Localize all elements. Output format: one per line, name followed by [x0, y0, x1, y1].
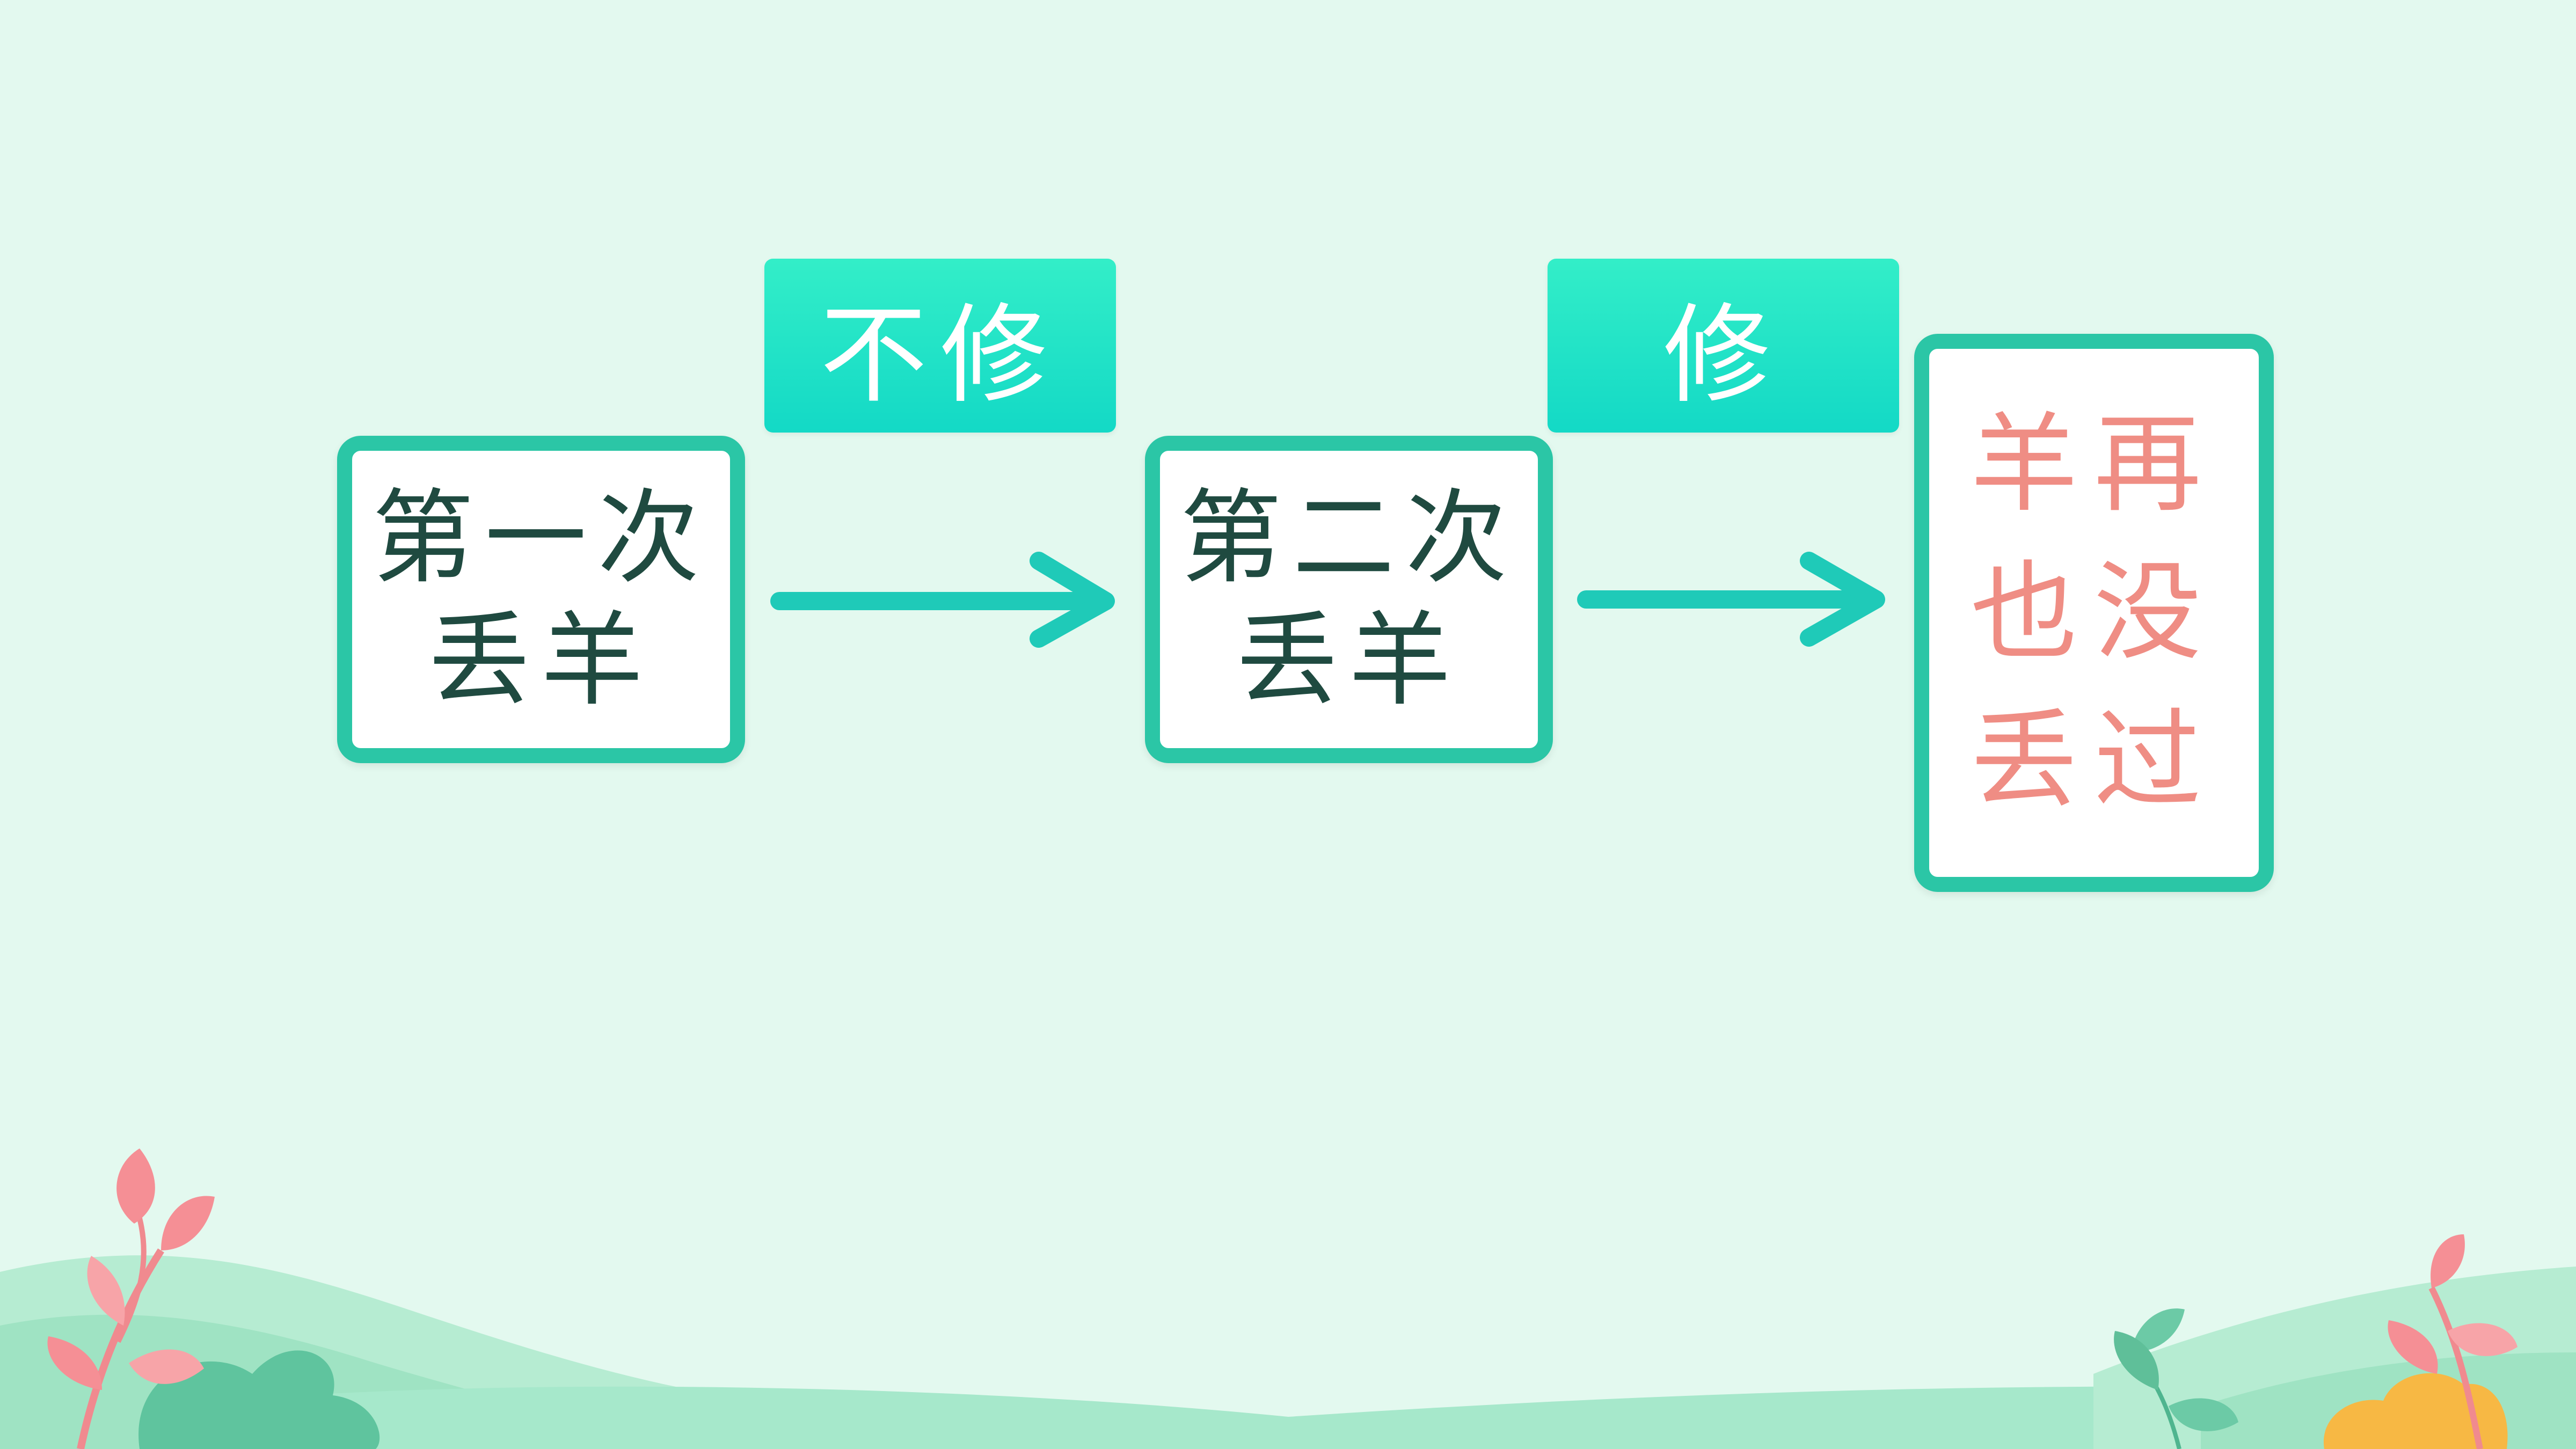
step-text-line: 丢羊: [428, 601, 654, 720]
step-text-line: 第二次: [1179, 479, 1518, 597]
transition-label-text: 不修: [820, 293, 1061, 418]
result-text-line: 也没: [1970, 550, 2217, 675]
step-text-line: 第一次: [371, 479, 710, 597]
step-box-first-loss: 第一次 丢羊: [337, 436, 745, 763]
step-box-second-loss: 第二次 丢羊: [1145, 436, 1553, 763]
result-text-line: 丢过: [1970, 698, 2217, 823]
transition-label-text: 修: [1663, 293, 1784, 418]
step-text-line: 丢羊: [1236, 601, 1462, 720]
arrow-step1-to-step2: [770, 552, 1115, 648]
yellow-shrub-icon: [2323, 1373, 2508, 1449]
arrow-step2-to-result: [1577, 552, 1885, 647]
green-shrub-icon: [138, 1350, 380, 1449]
result-text-line: 羊再: [1970, 402, 2217, 527]
transition-label-no-repair: 不修: [764, 259, 1116, 433]
transition-label-repair: 修: [1548, 259, 1899, 433]
result-box: 羊再 也没 丢过: [1914, 334, 2274, 892]
